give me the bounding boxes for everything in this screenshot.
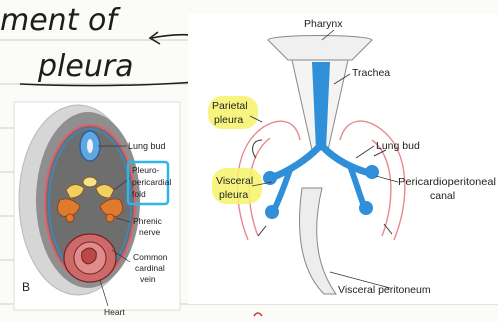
left-label-cardinal-3: vein <box>140 274 156 284</box>
label-trachea: Trachea <box>352 67 390 79</box>
panel-letter: B <box>22 280 30 294</box>
neural-canal <box>87 139 93 153</box>
label-lung-bud: Lung bud <box>376 140 420 152</box>
label-pharynx: Pharynx <box>304 18 343 30</box>
left-label-cardinal-2: cardinal <box>135 263 165 273</box>
label-pericardioperitoneal-2: canal <box>430 190 455 202</box>
lung-bud-center <box>83 177 97 187</box>
left-label-phrenic-1: Phrenic <box>133 216 163 226</box>
left-label-pleuro-fold-2: pericardial <box>132 177 171 187</box>
note-line-1: ment of <box>0 3 121 38</box>
label-pericardioperitoneal-1: Pericardioperitoneal <box>398 176 496 188</box>
left-panel: Lung bud Pleuro- pericardial fold Phreni… <box>14 102 180 317</box>
label-visceral-2: pleura <box>219 189 248 201</box>
label-parietal-2: pleura <box>214 114 243 126</box>
left-label-cardinal-1: Common <box>133 252 168 262</box>
left-label-heart: Heart <box>104 307 125 317</box>
heart <box>64 234 116 282</box>
left-label-pleuro-fold-3: fold <box>132 189 146 199</box>
label-visceral-1: Visceral <box>216 175 253 187</box>
right-panel: Pharynx Trachea Parietal pleura Lung bud… <box>188 14 498 304</box>
label-visceral-peritoneum: Visceral peritoneum <box>338 284 431 296</box>
label-parietal-1: Parietal <box>212 100 248 112</box>
red-ink-mark <box>254 313 262 316</box>
left-label-pleuro-fold-1: Pleuro- <box>132 165 160 175</box>
note-line-2: pleura <box>37 49 134 84</box>
left-label-lung-bud: Lung bud <box>128 141 166 151</box>
left-label-phrenic-2: nerve <box>139 227 161 237</box>
